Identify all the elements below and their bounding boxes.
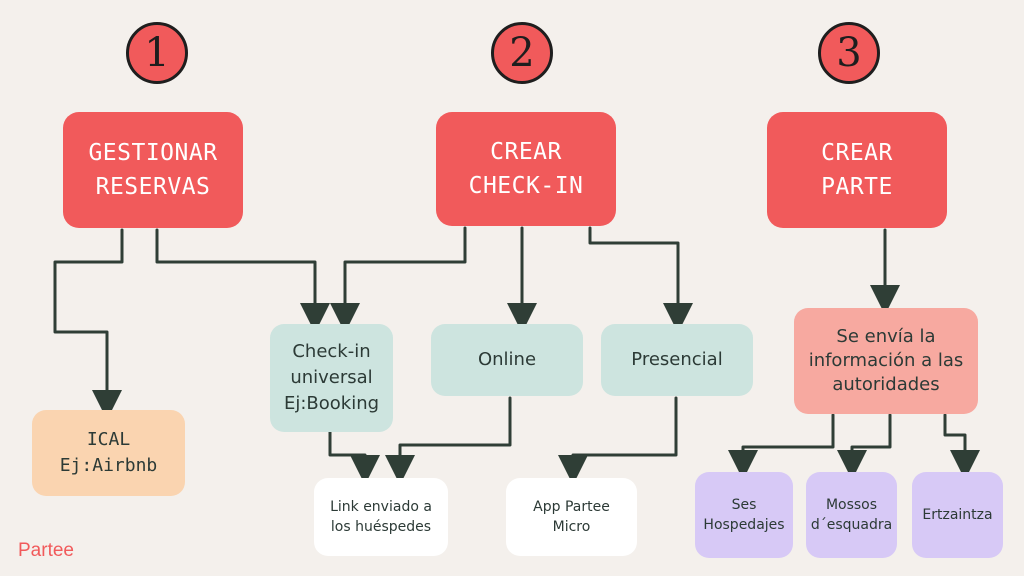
node-mossos: Mossos d´esquadra <box>806 472 897 558</box>
node-presencial: Presencial <box>601 324 753 396</box>
node-ertzaintza: Ertzaintza <box>912 472 1003 558</box>
node-app-partee-micro: App Partee Micro <box>506 478 637 556</box>
arrow-autoridades-ses <box>728 413 835 480</box>
node-online: Online <box>431 324 583 396</box>
step-gestionar-reservas: GESTIONAR RESERVAS <box>63 112 243 228</box>
step-number-1: 1 <box>126 22 188 84</box>
arrow-reservas-universal <box>155 228 330 333</box>
arrow-presencial-app <box>558 396 678 485</box>
node-link-huespedes: Link enviado a los huéspedes <box>314 478 448 556</box>
step-crear-check-in: CREAR CHECK-IN <box>436 112 616 226</box>
step-number-3: 3 <box>818 22 880 84</box>
node-check-in-universal: Check-in universal Ej:Booking <box>270 324 393 432</box>
step-number-2: 2 <box>491 22 553 84</box>
partee-logo: Partee <box>18 540 74 561</box>
arrow-checkin-universal <box>330 226 467 333</box>
arrow-online-link <box>385 396 512 485</box>
node-autoridades: Se envía la información a las autoridade… <box>794 308 978 414</box>
node-ical: ICAL Ej:Airbnb <box>32 410 185 496</box>
arrow-checkin-presencial <box>588 226 693 333</box>
arrow-autoridades-ertzaintza <box>943 413 980 480</box>
arrow-universal-link <box>328 430 380 485</box>
arrow-autoridades-mossos <box>837 413 892 480</box>
node-ses-hospedajes: Ses Hospedajes <box>695 472 793 558</box>
step-crear-parte: CREAR PARTE <box>767 112 947 228</box>
arrow-reservas-ical <box>53 228 124 420</box>
